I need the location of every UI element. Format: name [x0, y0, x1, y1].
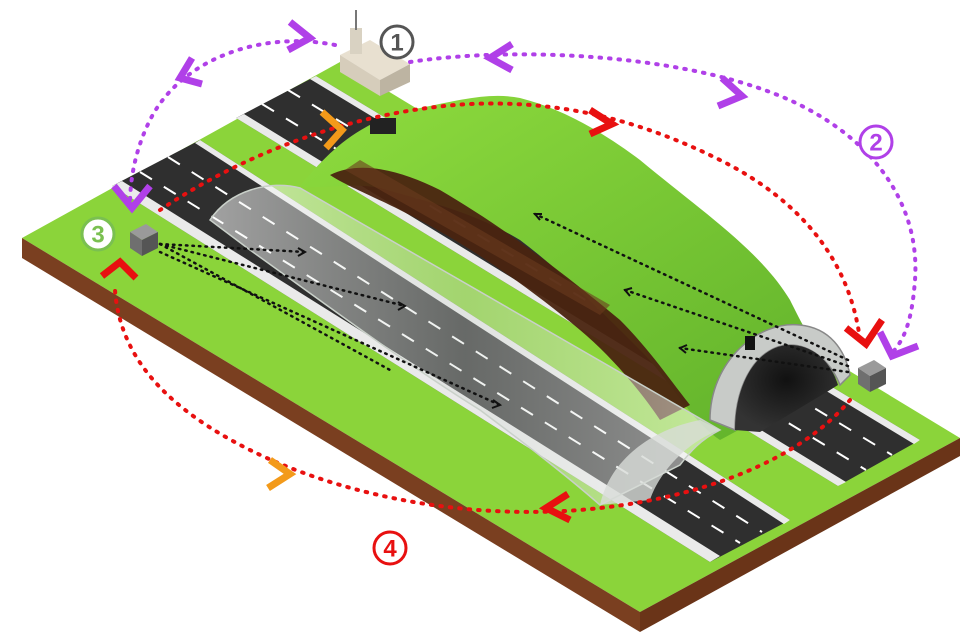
label-3: 3 — [80, 216, 116, 252]
tunnel-portal — [709, 323, 851, 432]
link-arrowheads — [297, 213, 688, 409]
control-building — [340, 10, 410, 134]
label-1: 1 — [379, 24, 415, 60]
label-2-text: 2 — [869, 130, 882, 157]
label-4: 4 — [372, 530, 408, 566]
wireless-links — [158, 212, 850, 407]
label-3-text: 3 — [91, 222, 104, 249]
red-loop — [99, 101, 885, 524]
cabinet-left — [130, 224, 158, 256]
label-2: 2 — [858, 124, 894, 160]
purple-loop — [111, 19, 920, 361]
cabinet-right — [858, 360, 886, 392]
label-1-text: 1 — [390, 30, 403, 57]
label-4-text: 4 — [383, 536, 397, 563]
glass-gallery — [208, 184, 722, 506]
